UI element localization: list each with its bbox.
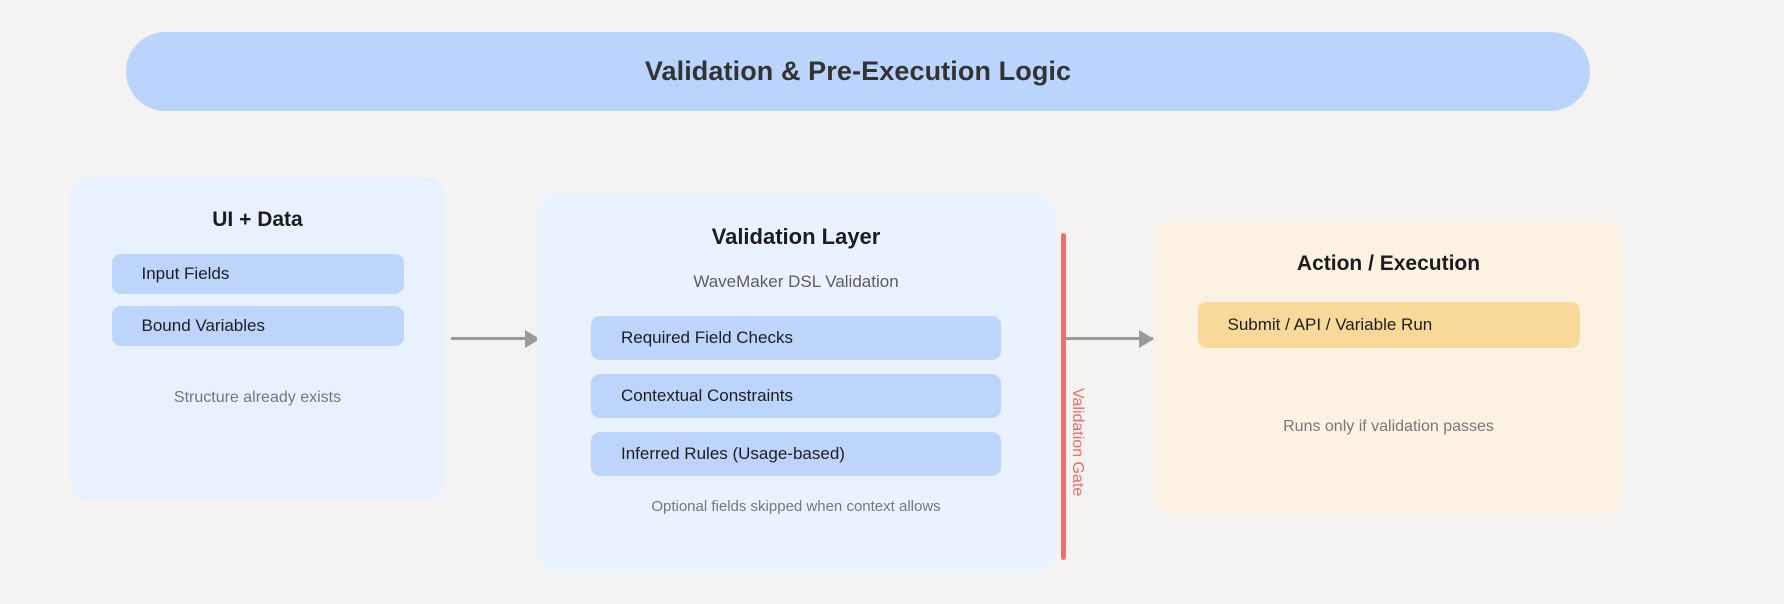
panel-validation-layer-chip-list: Required Field Checks Contextual Constra… — [537, 316, 1055, 476]
validation-gate-label: Validation Gate — [1069, 388, 1086, 497]
chip-contextual-constraints[interactable]: Contextual Constraints — [591, 374, 1001, 418]
arrow-right-icon-left-to-middle — [451, 337, 539, 340]
panel-validation-layer-footnote: Optional fields skipped when context all… — [651, 498, 941, 515]
panel-validation-layer-subtitle: WaveMaker DSL Validation — [693, 272, 899, 291]
panel-ui-data-chip-list: Input Fields Bound Variables — [70, 254, 445, 346]
chip-submit-api-variable-run[interactable]: Submit / API / Variable Run — [1197, 302, 1580, 348]
chip-inferred-rules[interactable]: Inferred Rules (Usage-based) — [591, 432, 1001, 476]
page-title: Validation & Pre-Execution Logic — [644, 56, 1072, 86]
chip-required-field-checks[interactable]: Required Field Checks — [591, 316, 1001, 360]
panel-validation-layer-heading: Validation Layer — [711, 224, 881, 249]
chip-input-fields[interactable]: Input Fields — [111, 254, 404, 294]
panel-ui-data-footnote: Structure already exists — [173, 389, 342, 406]
header-banner: Validation & Pre-Execution Logic — [126, 32, 1590, 111]
panel-action-execution: Action / Execution Submit / API / Variab… — [1155, 222, 1622, 513]
chip-bound-variables[interactable]: Bound Variables — [111, 306, 404, 346]
panel-validation-layer: Validation Layer WaveMaker DSL Validatio… — [537, 193, 1055, 572]
panel-ui-data: UI + Data Input Fields Bound Variables S… — [70, 177, 445, 500]
arrow-right-icon-gate-to-right — [1065, 337, 1153, 340]
panel-action-execution-chip-list: Submit / API / Variable Run — [1155, 302, 1622, 348]
panel-action-execution-heading: Action / Execution — [1296, 252, 1481, 275]
validation-gate-line — [1061, 233, 1066, 560]
panel-ui-data-heading: UI + Data — [212, 208, 303, 231]
panel-action-execution-footnote: Runs only if validation passes — [1283, 418, 1494, 435]
